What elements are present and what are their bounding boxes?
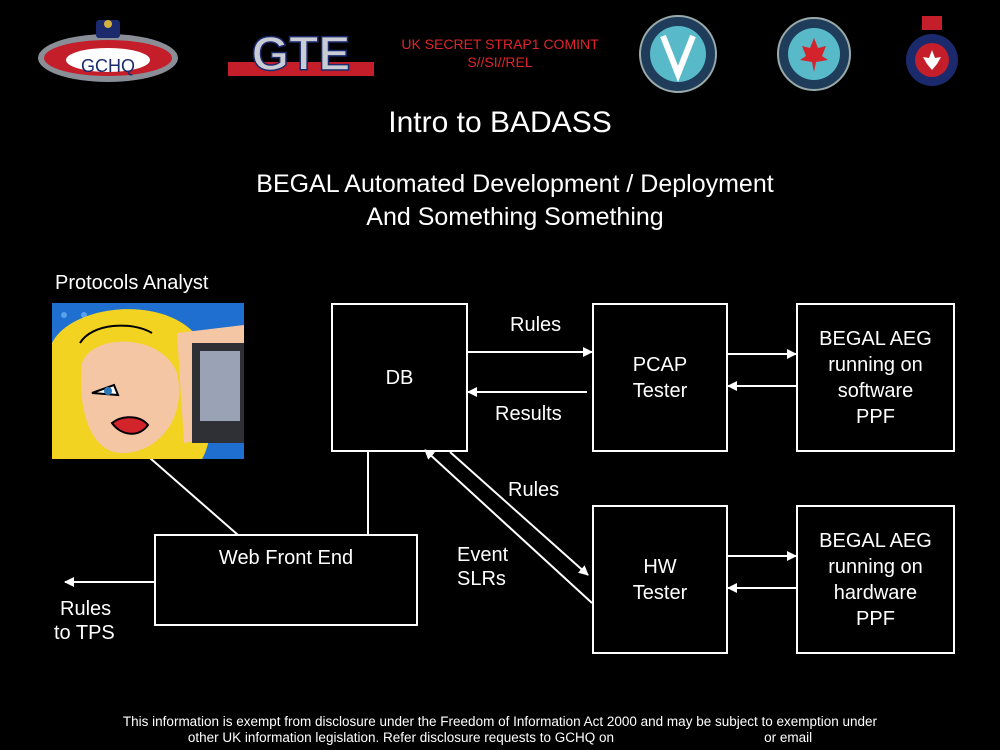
- connector-analyst-web: [149, 457, 239, 536]
- subtitle-line-2: And Something Something: [366, 203, 664, 231]
- begal-software-line-3: software: [837, 379, 914, 402]
- db-label: DB: [385, 366, 414, 389]
- begal-software-line-1: BEGAL AEG: [819, 327, 932, 350]
- begal-software-box: BEGAL AEG running on software PPF: [796, 303, 955, 452]
- web-front-end-box: Web Front End: [154, 534, 418, 626]
- classification-banner: UK SECRET STRAP1 COMINT S//SI//REL: [380, 35, 620, 71]
- gte-logo: GTE: [226, 26, 376, 82]
- event-slrs-line-2: SLRs: [457, 568, 506, 590]
- gchq-logo: GCHQ: [34, 16, 182, 86]
- slide-title: Intro to BADASS: [388, 106, 612, 139]
- classification-line-2: S//SI//REL: [467, 54, 533, 70]
- svg-text:GTE: GTE: [252, 28, 351, 81]
- web-front-end-label: Web Front End: [218, 547, 354, 569]
- hw-tester-line-2: Tester: [632, 581, 688, 604]
- rules-to-tps-line-1: Rules: [60, 598, 112, 620]
- arrow-hw-to-db: [424, 449, 593, 604]
- rules-to-tps-label: Rules to TPS: [54, 597, 115, 645]
- begal-hardware-box: BEGAL AEG running on hardware PPF: [796, 505, 955, 654]
- begal-hardware-line-1: BEGAL AEG: [819, 529, 932, 552]
- footer-line-1: This information is exempt from disclosu…: [122, 714, 878, 729]
- rules-diagonal-label: Rules: [508, 479, 560, 501]
- slide-subtitle: BEGAL Automated Development / Deployment…: [0, 168, 1000, 234]
- begal-hardware-line-3: hardware: [833, 581, 918, 604]
- subtitle-line-1: BEGAL Automated Development / Deployment: [256, 170, 774, 198]
- begal-hardware-line-2: running on: [828, 555, 923, 578]
- hw-tester-line-1: HW: [643, 555, 677, 578]
- analyst-label: Protocols Analyst: [55, 272, 209, 294]
- pcap-tester-box: PCAP Tester: [592, 303, 728, 452]
- footer-line-2: other UK information legislation. Refer …: [187, 730, 813, 745]
- global-access-seal-maple: [776, 16, 852, 92]
- begal-hardware-line-4: PPF: [856, 607, 895, 630]
- arrow-db-to-hw: [449, 451, 589, 576]
- results-label: Results: [495, 403, 562, 425]
- begal-software-line-4: PPF: [856, 405, 895, 428]
- classification-line-1: UK SECRET STRAP1 COMINT: [401, 36, 599, 52]
- begal-software-line-2: running on: [828, 353, 923, 376]
- rules-to-tps-line-2: to TPS: [54, 622, 115, 644]
- event-slrs-label: Event SLRs: [457, 543, 508, 591]
- pcap-tester-line-1: PCAP: [632, 353, 688, 376]
- rules-top-label: Rules: [510, 314, 562, 336]
- crest-badge: [904, 14, 960, 90]
- hw-tester-box: HW Tester: [592, 505, 728, 654]
- disclaimer-footer: This information is exempt from disclosu…: [0, 714, 1000, 746]
- db-box: DB: [331, 303, 468, 452]
- svg-text:GCHQ: GCHQ: [81, 56, 135, 76]
- global-access-seal-v: [638, 14, 718, 94]
- pcap-tester-line-2: Tester: [632, 379, 688, 402]
- event-slrs-line-1: Event: [457, 544, 509, 566]
- analyst-illustration: [52, 303, 244, 459]
